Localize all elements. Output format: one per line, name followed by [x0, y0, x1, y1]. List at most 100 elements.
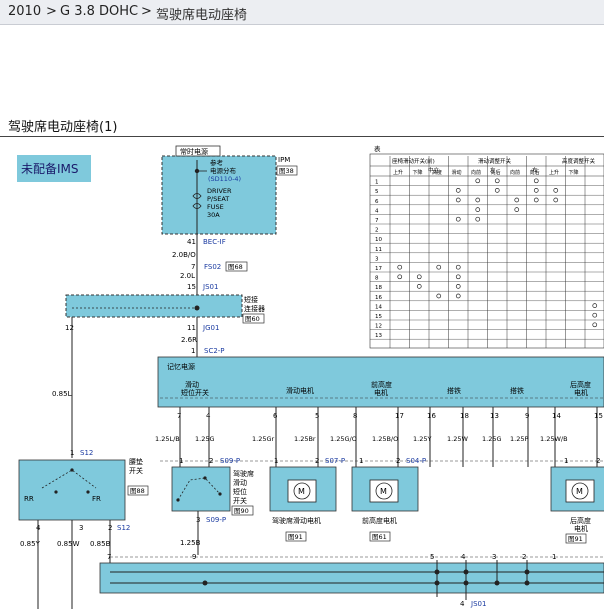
- wire-gauge: 1.25L/B: [155, 435, 180, 443]
- fuse-ref-line1: 参考: [210, 158, 224, 167]
- pin-label: 7: [191, 263, 195, 271]
- table-contact-dot: [455, 188, 461, 193]
- rear-motor-page-ref[interactable]: 图91: [568, 535, 583, 543]
- fuse-line: DRIVER: [207, 187, 232, 195]
- wire-gauge: 0.85B: [90, 540, 111, 548]
- breadcrumb-year-link[interactable]: 2010: [8, 4, 42, 19]
- table-col-header: 滑动: [452, 169, 462, 176]
- slide-switch-label: 滑动: [233, 478, 247, 487]
- connector-s09-p[interactable]: S09-P: [220, 457, 240, 465]
- front-motor-page-ref[interactable]: 图61: [372, 533, 387, 541]
- pin-label: 5: [430, 553, 434, 561]
- lumbar-switch-page-ref[interactable]: 图88: [130, 487, 145, 495]
- connector-s04-p[interactable]: S04-P: [406, 457, 426, 465]
- fuse-element: [192, 193, 202, 209]
- connector-js01-ground[interactable]: JS01: [470, 600, 486, 608]
- table-contact-dot: [475, 216, 481, 222]
- module-section: 滑动电机: [286, 386, 314, 395]
- slide-position-switch: [171, 466, 231, 512]
- table-col-header: 下降: [569, 169, 579, 176]
- table-contact-dot: [416, 274, 422, 280]
- slide-switch-label: 短位: [233, 487, 247, 496]
- breadcrumb-current-page: 驾驶席电动座椅: [156, 8, 248, 23]
- connector-s07-p[interactable]: S07-P: [325, 457, 345, 465]
- ground-bus-lines: [110, 571, 604, 584]
- connector-js01[interactable]: JS01: [202, 283, 218, 291]
- lumbar-rr-label: RR: [24, 495, 34, 503]
- memory-power-module: [157, 356, 604, 408]
- table-frame: [369, 153, 604, 349]
- motor-icon: [287, 479, 317, 503]
- lumbar-fr-label: FR: [92, 495, 101, 503]
- wire-gauge: 1.25Br: [294, 435, 316, 443]
- pin-label: 12: [65, 324, 74, 332]
- table-row-label: 17: [375, 266, 382, 272]
- module-section: 滑动: [185, 380, 199, 389]
- pin-label: 11: [187, 324, 196, 332]
- rear-motor-label: 后高度: [570, 516, 591, 525]
- fuse-box-header: 常时电源: [180, 147, 208, 156]
- table-col-header: 向后: [530, 169, 540, 176]
- pin-label: 2: [396, 457, 400, 465]
- joint-page-ref-frame: [242, 313, 265, 324]
- connector-fs02[interactable]: FS02: [204, 263, 221, 271]
- table-contact-dot: [553, 188, 559, 193]
- table-contact-dot: [455, 293, 461, 299]
- table-row-label: 16: [375, 295, 382, 301]
- wire-gauge: 1.25G: [195, 435, 215, 443]
- connector-s12-lower[interactable]: S12: [117, 524, 130, 532]
- motor-icon: [369, 479, 399, 503]
- table-row-label: 12: [375, 324, 382, 330]
- connector-s12[interactable]: S12: [80, 449, 93, 457]
- front-motor-label: 前高度电机: [362, 516, 397, 525]
- slide-motor-page-ref[interactable]: 图91: [288, 533, 303, 541]
- table-group-header: 滑动调整开关: [478, 157, 512, 165]
- module-pin-label: 13: [490, 412, 499, 420]
- fs02-page-ref[interactable]: 图68: [228, 263, 243, 271]
- table-contact-dot: [455, 216, 461, 222]
- table-contact-dot: [475, 207, 481, 212]
- connector-sc2-p[interactable]: SC2-P: [204, 347, 225, 355]
- fuse-page-ref[interactable]: 图38: [279, 167, 294, 175]
- connector-s09-p-lower[interactable]: S09-P: [206, 516, 226, 524]
- pin-label: 1: [70, 449, 74, 457]
- table-group-header: 座椅滑动开关(前): [392, 157, 435, 165]
- joint-connector: [65, 294, 243, 318]
- pin-label: 9: [192, 553, 196, 561]
- table-sub-header: 右: [532, 166, 538, 174]
- module-pin-label: 5: [315, 412, 319, 420]
- fuse-box: [161, 155, 277, 235]
- pin-label: 4: [461, 553, 466, 561]
- table-row-label: 1: [375, 180, 379, 186]
- breadcrumb-engine-link[interactable]: G 3.8 DOHC: [60, 4, 139, 19]
- slide-switch-page-ref[interactable]: 图90: [234, 507, 249, 515]
- pin-label: 4: [460, 600, 465, 608]
- pin-label: 1: [564, 457, 568, 465]
- fuse-line: FUSE: [207, 203, 224, 211]
- no-ims-badge: [17, 155, 91, 182]
- joint-page-ref[interactable]: 图60: [245, 315, 260, 323]
- wire-gauge: 0.85L: [52, 390, 72, 398]
- table-contact-dot: [397, 274, 403, 280]
- table-contact-dot: [436, 264, 442, 270]
- fuse-line: 30A: [207, 211, 220, 219]
- ipm-tag: IPM: [278, 156, 290, 164]
- joint-label-line2: 连接器: [244, 304, 265, 313]
- pin-label: 1: [552, 553, 556, 561]
- motor-glyph: M: [298, 487, 305, 496]
- fuse-ref-link[interactable]: (SD110-4): [208, 175, 241, 183]
- connector-jg01[interactable]: JG01: [202, 324, 219, 332]
- wire-gauge: 1.25P: [510, 435, 528, 443]
- wire-gauge: 1.25Y: [413, 435, 431, 443]
- table-contact-dot: [553, 197, 559, 203]
- pin-label: 1: [274, 457, 278, 465]
- fs02-page-ref-frame: [225, 261, 248, 272]
- slide-switch-ref-frame: [231, 505, 254, 516]
- pin-label: 15: [187, 283, 196, 291]
- memory-header: 记忆电源: [167, 362, 195, 371]
- wire-gauge: 1.25B/O: [372, 435, 398, 443]
- connector-bec-if[interactable]: BEC-IF: [203, 238, 226, 246]
- module-pin-label: 15: [594, 412, 603, 420]
